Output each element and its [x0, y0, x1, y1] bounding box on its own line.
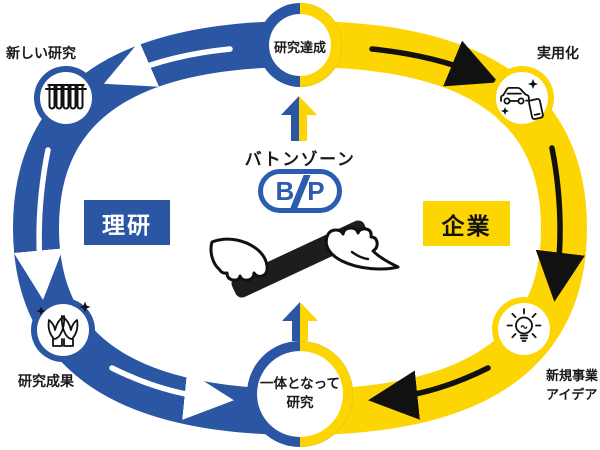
- bp-logo: B P: [258, 169, 342, 213]
- arrow-to-bottom-circle-right: [368, 365, 491, 420]
- new-business-node: [492, 297, 556, 361]
- arrow-to-practical-use: [369, 40, 499, 87]
- new-business-label-line2: アイデア: [546, 387, 598, 402]
- company-badge: 企業: [423, 201, 510, 246]
- bp-logo-letter-p: P: [307, 176, 325, 206]
- baton-zone-label: バトンゾーン: [244, 150, 356, 169]
- together-research-label-line1: 一体となって: [260, 376, 340, 391]
- up-arrow-top: [281, 96, 317, 141]
- achievement-label: 研究達成: [273, 40, 326, 55]
- left-hand: [209, 237, 269, 282]
- bp-logo-letter-b: B: [275, 176, 295, 206]
- research-results-node: [31, 298, 95, 362]
- riken-badge: 理研: [84, 200, 170, 245]
- company-badge-label: 企業: [441, 212, 492, 239]
- together-research-label-line2: 研究: [286, 395, 314, 410]
- right-hand-thumb: [350, 250, 370, 261]
- flow-arrows: [13, 40, 585, 420]
- arrow-down-left-icon: [13, 147, 64, 300]
- research-results-label: 研究成果: [18, 373, 74, 389]
- baton-hands-illustration: [209, 220, 400, 298]
- practical-use-label: 実用化: [537, 45, 579, 61]
- test-tubes-icon: [45, 84, 87, 110]
- arrow-down-right-icon: [535, 145, 585, 302]
- up-arrow-bottom: [282, 302, 318, 341]
- together-circle: [247, 341, 353, 447]
- new-research-label: 新しい研究: [6, 45, 76, 61]
- open-hands-icon: [36, 301, 91, 347]
- new-business-label-line1: 新規事業: [546, 368, 599, 383]
- car-smartphone-icon: [500, 79, 544, 120]
- right-hand: [324, 226, 400, 271]
- lightbulb-icon: [506, 308, 542, 342]
- together-research-label: 一体となって 研究: [256, 374, 344, 412]
- arrow-to-bottom-circle-left: [109, 365, 234, 420]
- achievement-circle: [258, 3, 342, 87]
- riken-badge-label: 理研: [102, 211, 152, 238]
- new-business-label: 新規事業 アイデア: [546, 366, 600, 404]
- arrow-to-new-research: [103, 41, 233, 87]
- practical-use-node: [490, 66, 554, 130]
- new-research-node: [34, 66, 98, 130]
